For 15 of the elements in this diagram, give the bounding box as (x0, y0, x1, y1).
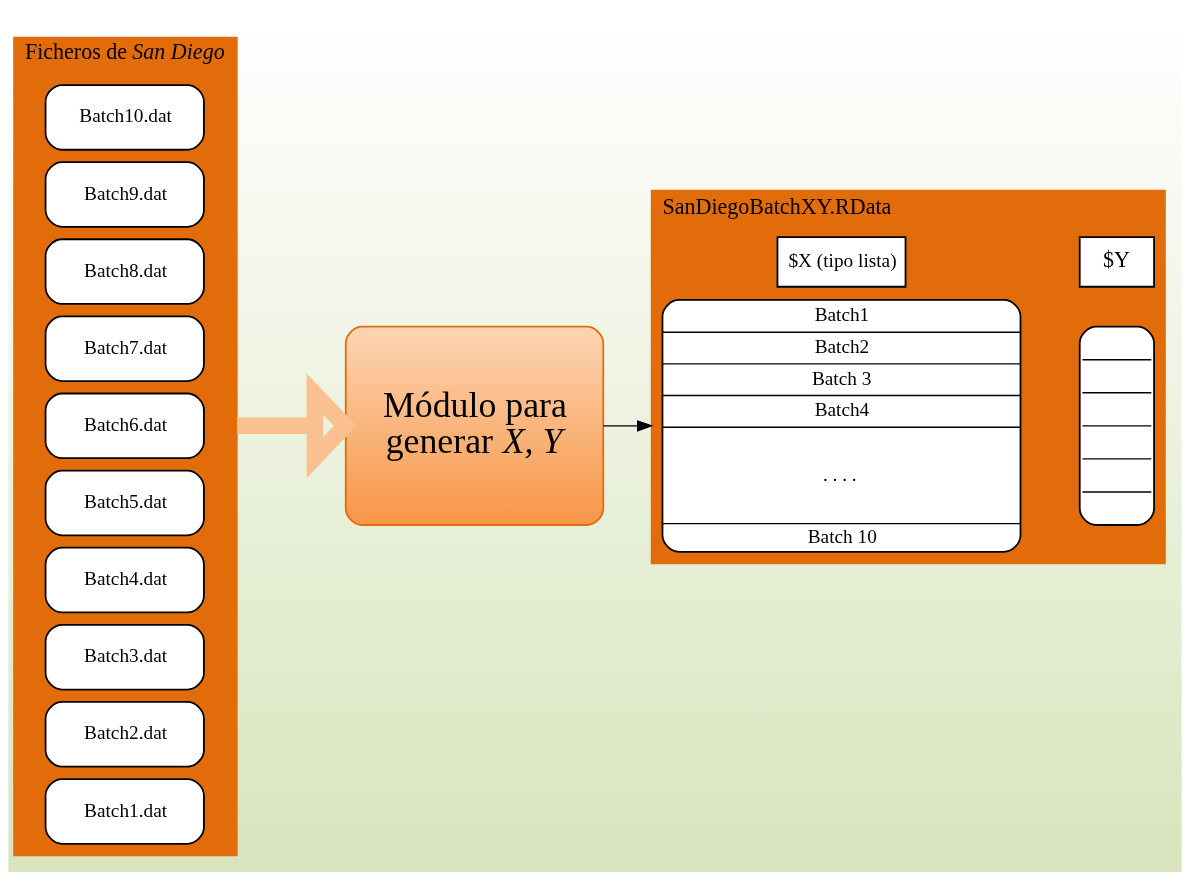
node-box: $X (tipo lista) (776, 235, 907, 288)
node-box: Batch4.dat (44, 546, 205, 613)
node-box: Batch9.dat (44, 160, 205, 228)
node-box: $Y (1078, 235, 1155, 288)
arrow (602, 419, 654, 432)
node-box: Batch6.dat (44, 392, 205, 459)
node-box: Batch5.dat (44, 469, 205, 536)
node-box: Batch8.dat (44, 237, 205, 305)
node-box: Batch10.dat (44, 83, 205, 151)
node-box: Módulo para generar X, Y (344, 325, 605, 526)
arrow (236, 372, 357, 478)
node-box: Batch7.dat (44, 314, 205, 382)
node-box: Batch1.dat (44, 777, 205, 845)
node-box: Batch3.dat (44, 623, 205, 690)
node-box: Batch2.dat (44, 700, 205, 768)
